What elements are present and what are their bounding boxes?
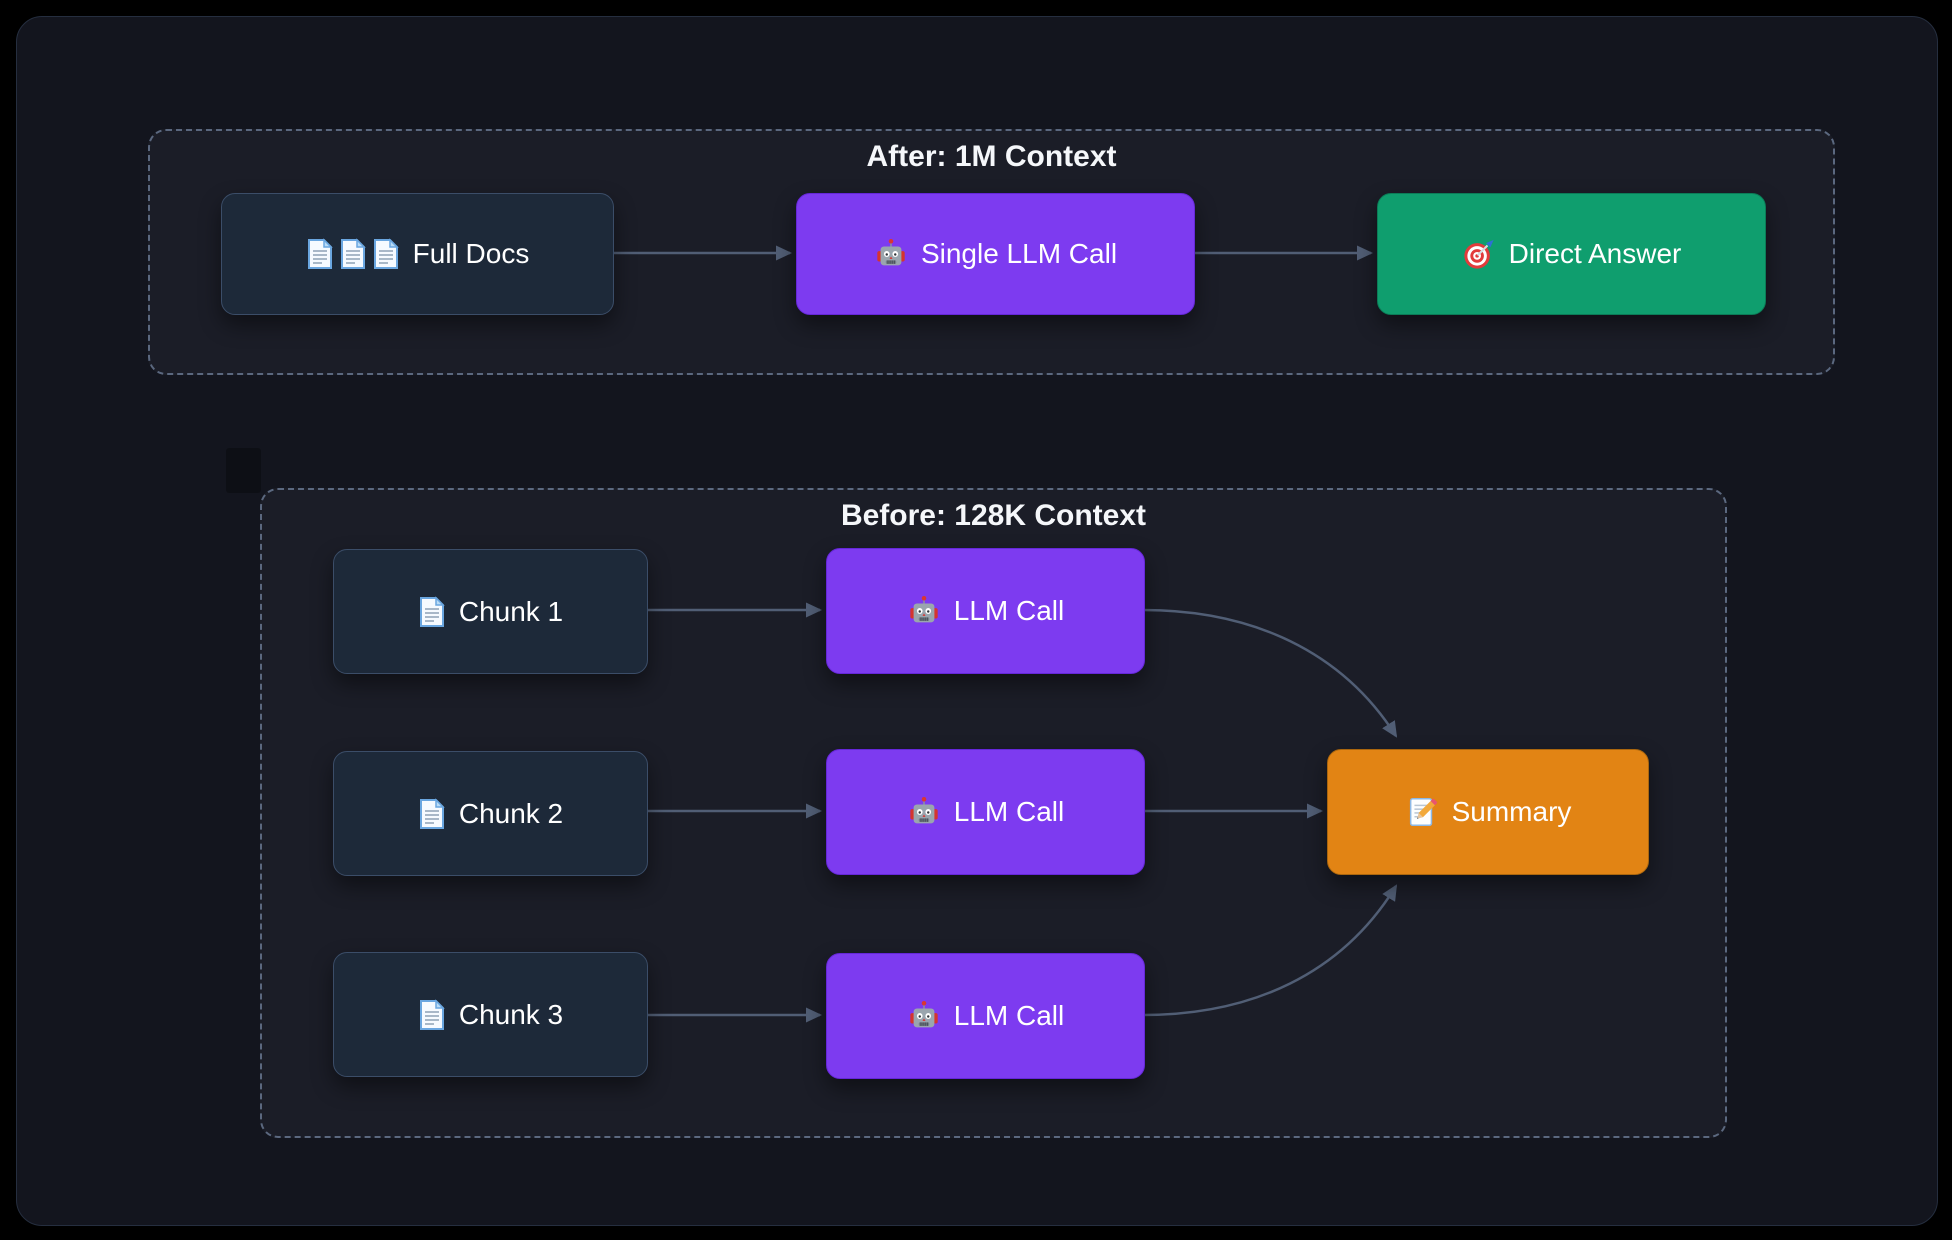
node-label: Single LLM Call bbox=[920, 238, 1118, 269]
node-llm-call-1[interactable]: LLM Call bbox=[826, 548, 1145, 674]
node-full-docs[interactable]: Full Docs bbox=[221, 193, 614, 315]
node-label: Chunk 2 bbox=[458, 797, 564, 829]
group-title: After: 1M Context bbox=[866, 140, 1117, 173]
flow-canvas: After: 1M Context Full Docs Single LLM C… bbox=[16, 16, 1938, 1226]
node-summary[interactable]: Summary bbox=[1327, 749, 1649, 875]
node-label: LLM Call bbox=[953, 796, 1065, 827]
node-chunk-2[interactable]: Chunk 2 bbox=[333, 751, 648, 876]
node-label: Full Docs bbox=[412, 238, 530, 269]
node-label: Chunk 3 bbox=[458, 998, 564, 1030]
robot-icon bbox=[907, 795, 941, 829]
node-chunk-3[interactable]: Chunk 3 bbox=[333, 952, 648, 1077]
documents-icon bbox=[306, 238, 400, 270]
node-chunk-1[interactable]: Chunk 1 bbox=[333, 549, 648, 674]
document-icon bbox=[418, 595, 446, 628]
document-icon bbox=[418, 998, 446, 1031]
group-title: Before: 128K Context bbox=[840, 499, 1147, 532]
memo-icon bbox=[1405, 795, 1439, 829]
document-icon bbox=[418, 797, 446, 830]
node-single-llm-call[interactable]: Single LLM Call bbox=[796, 193, 1195, 315]
robot-icon bbox=[907, 999, 941, 1033]
node-direct-answer[interactable]: Direct Answer bbox=[1377, 193, 1766, 315]
node-label: Summary bbox=[1451, 796, 1572, 827]
background-square bbox=[226, 448, 261, 493]
node-label: Chunk 1 bbox=[458, 595, 564, 627]
node-label: Direct Answer bbox=[1508, 238, 1682, 269]
node-label: LLM Call bbox=[953, 595, 1065, 626]
node-label: LLM Call bbox=[953, 1000, 1065, 1031]
node-llm-call-2[interactable]: LLM Call bbox=[826, 749, 1145, 875]
target-icon bbox=[1462, 237, 1496, 271]
robot-icon bbox=[874, 237, 908, 271]
node-llm-call-3[interactable]: LLM Call bbox=[826, 953, 1145, 1079]
robot-icon bbox=[907, 594, 941, 628]
